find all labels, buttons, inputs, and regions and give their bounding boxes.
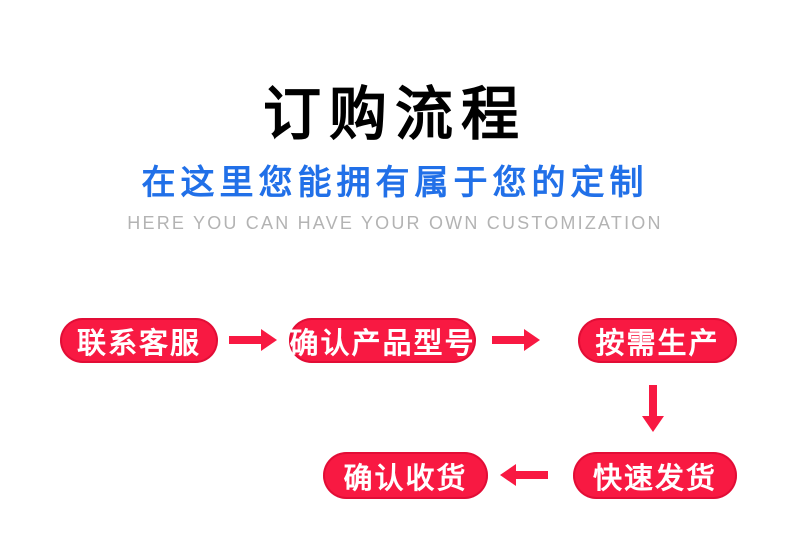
arrow-head <box>500 464 516 486</box>
flow-step-fast-shipping: 快速发货 <box>573 452 737 499</box>
flow-step-produce-on-demand: 按需生产 <box>578 318 737 363</box>
arrow-left-icon <box>500 464 548 486</box>
arrow-head <box>261 329 277 351</box>
arrow-shaft <box>649 385 657 416</box>
flow-step-contact-service: 联系客服 <box>60 318 218 363</box>
arrow-head <box>642 416 664 432</box>
arrow-shaft <box>492 336 524 344</box>
section-title: 订购流程 <box>262 82 527 147</box>
arrow-right-icon <box>229 329 277 351</box>
arrow-shaft <box>229 336 261 344</box>
arrow-right-icon <box>492 329 540 351</box>
arrow-shaft <box>516 471 548 479</box>
arrow-head <box>524 329 540 351</box>
section-subtitle: 在这里您能拥有属于您的定制 <box>141 164 649 202</box>
arrow-down-icon <box>642 385 664 432</box>
flow-step-confirm-model: 确认产品型号 <box>289 318 476 363</box>
flow-step-confirm-receipt: 确认收货 <box>323 452 488 499</box>
section-subtitle-english: HERE YOU CAN HAVE YOUR OWN CUSTOMIZATION <box>127 213 663 233</box>
